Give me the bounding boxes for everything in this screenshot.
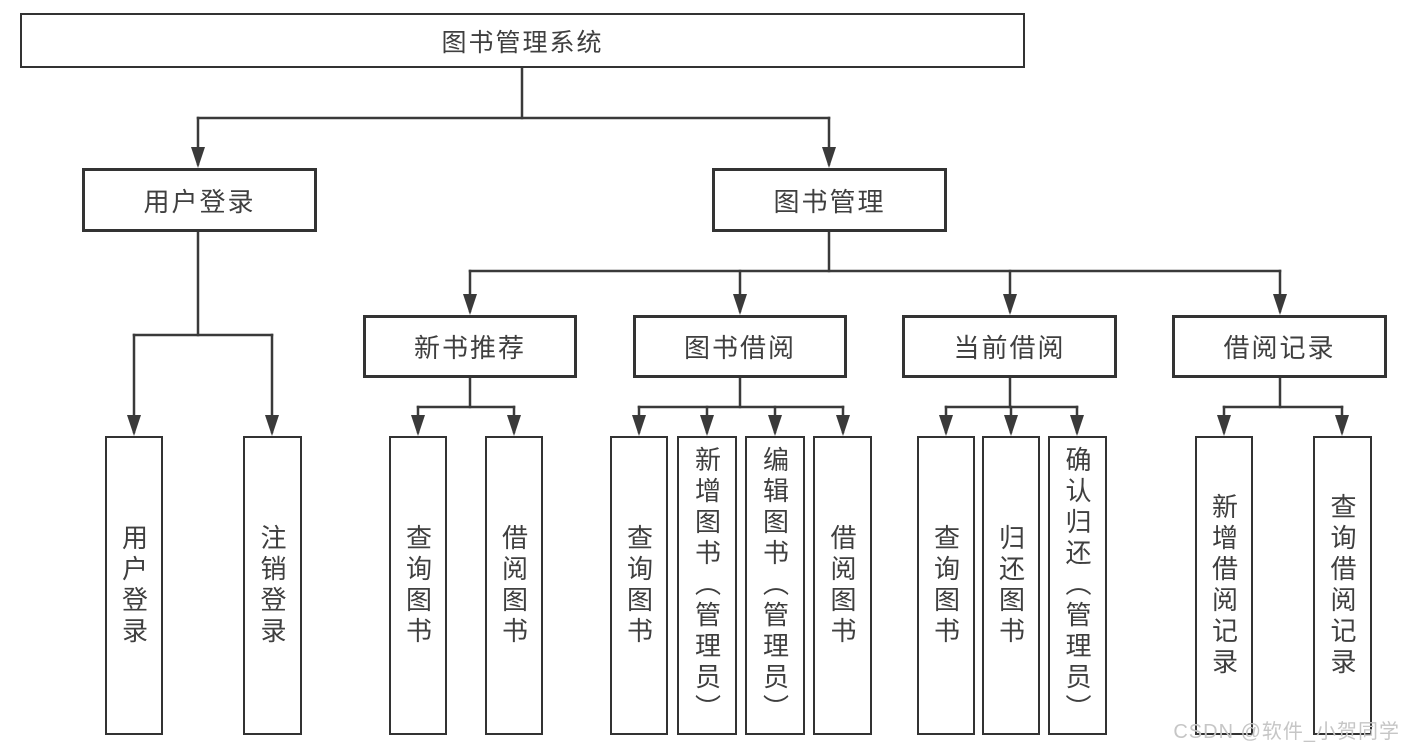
node-system-root: 图书管理系统 xyxy=(20,13,1025,68)
node-user-login: 用户登录 xyxy=(82,168,317,232)
node-borrow-records: 借阅记录 xyxy=(1172,315,1387,378)
arrowheads xyxy=(127,147,1349,436)
leaf-borrow-books-1: 借阅图书 xyxy=(485,436,543,735)
node-book-borrow: 图书借阅 xyxy=(633,315,847,378)
node-new-book-recommend: 新书推荐 xyxy=(363,315,577,378)
node-book-management: 图书管理 xyxy=(712,168,947,232)
leaf-add-borrow-record: 新增借阅记录 xyxy=(1195,436,1253,735)
leaf-return-books: 归还图书 xyxy=(982,436,1040,735)
leaf-edit-books-admin: 编辑图书（管理员） xyxy=(745,436,805,735)
leaf-add-books-admin: 新增图书（管理员） xyxy=(677,436,737,735)
leaf-logout: 注销登录 xyxy=(243,436,302,735)
leaf-query-books-3: 查询图书 xyxy=(917,436,975,735)
leaf-borrow-books-2: 借阅图书 xyxy=(813,436,872,735)
leaf-confirm-return-admin: 确认归还（管理员） xyxy=(1048,436,1107,735)
leaf-query-books-1: 查询图书 xyxy=(389,436,447,735)
leaf-query-borrow-record: 查询借阅记录 xyxy=(1313,436,1372,735)
leaf-query-books-2: 查询图书 xyxy=(610,436,668,735)
node-current-borrow: 当前借阅 xyxy=(902,315,1117,378)
leaf-user-login: 用户登录 xyxy=(105,436,163,735)
watermark: CSDN @软件_小贺同学 xyxy=(1173,721,1400,743)
